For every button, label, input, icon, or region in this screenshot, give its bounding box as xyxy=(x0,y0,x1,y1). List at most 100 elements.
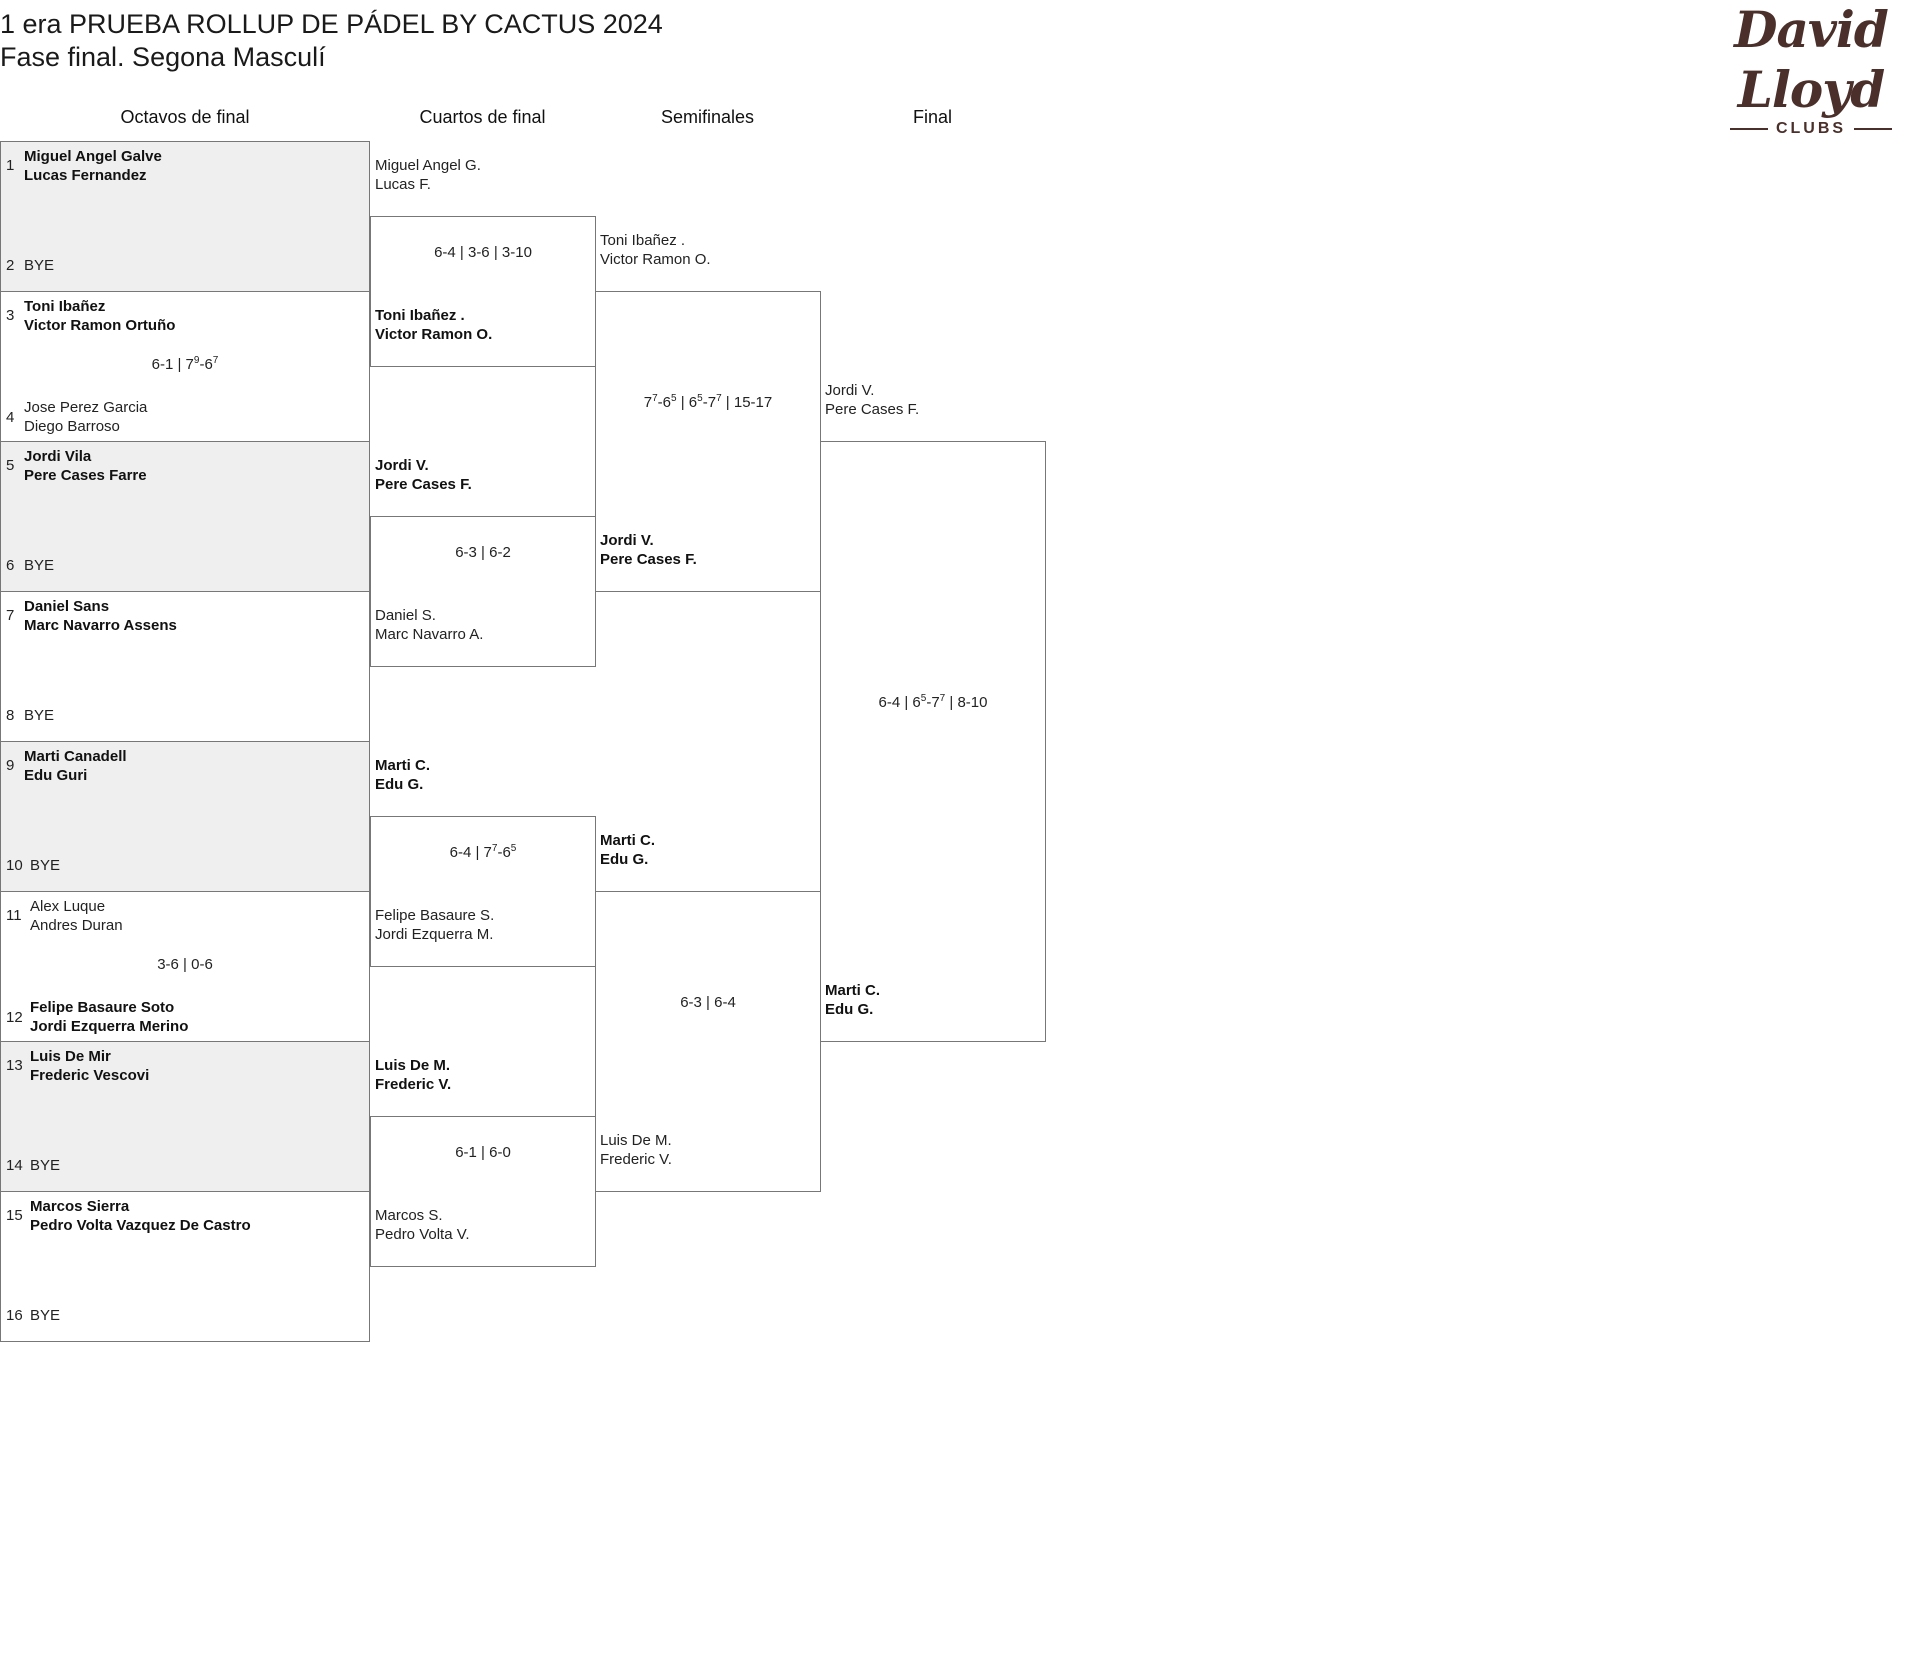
player-name: Pedro Volta Vazquez De Castro xyxy=(30,1217,251,1234)
r16-match-box xyxy=(0,441,370,592)
seed-number: 14 xyxy=(6,1157,23,1174)
player-name: Felipe Basaure Soto xyxy=(30,999,175,1016)
player-name: Toni Ibañez . xyxy=(375,307,465,324)
sf-team-b: Jordi V.Pere Cases F. xyxy=(600,531,697,569)
r16-team-b: BYE xyxy=(30,856,60,875)
player-name: Edu G. xyxy=(600,851,649,868)
column-header-semifinals: Semifinales xyxy=(660,107,755,127)
player-name: Daniel S. xyxy=(375,607,436,624)
qf-team-b: Daniel S. Marc Navarro A. xyxy=(375,606,483,644)
sf-team-a: Marti C. Edu G. xyxy=(600,831,655,869)
player-name: Marti C. xyxy=(375,757,431,774)
player-name: Pere Cases F. xyxy=(600,551,697,568)
player-name: Pere Cases Farre xyxy=(24,467,147,484)
player-name: Jordi V. xyxy=(825,382,875,399)
qf-team-b: Toni Ibañez . Victor Ramon O. xyxy=(375,306,492,344)
seed-number: 2 xyxy=(6,257,15,274)
column-header-round-of-16: Octavos de final xyxy=(120,107,250,127)
player-name: Marti C. xyxy=(825,982,881,999)
player-name: BYE xyxy=(24,557,55,574)
player-name: Miguel Angel Galve xyxy=(24,148,162,165)
player-name: Andres Duran xyxy=(30,917,123,934)
player-name: BYE xyxy=(30,857,61,874)
r16-team-b: BYE xyxy=(24,706,54,725)
qf-match-box xyxy=(370,816,596,967)
r16-team-b: BYE xyxy=(24,256,54,275)
qf-score: 6-4 | 3-6 | 3-10 xyxy=(434,244,532,261)
player-name: Luis De Mir xyxy=(30,1048,111,1065)
seed-number: 13 xyxy=(6,1057,23,1074)
r16-match-box xyxy=(0,741,370,892)
seed-number: 8 xyxy=(6,707,15,724)
qf-team-b: Felipe Basaure S. Jordi Ezquerra M. xyxy=(375,906,494,944)
qf-team-a: Jordi V.Pere Cases F. xyxy=(375,456,472,494)
david-lloyd-logo: David Lloyd CLUBS xyxy=(1706,0,1916,137)
seed-number: 16 xyxy=(6,1307,23,1324)
page-title: 1 era PRUEBA ROLLUP DE PÁDEL BY CACTUS 2… xyxy=(0,9,663,39)
qf-match-box xyxy=(370,516,596,667)
seed-number: 5 xyxy=(6,457,15,474)
final-team-a: Jordi V. Pere Cases F. xyxy=(825,381,919,419)
seed-number: 12 xyxy=(6,1009,23,1026)
player-name: Jordi Ezquerra Merino xyxy=(30,1018,189,1035)
player-name: Jordi V. xyxy=(375,457,429,474)
player-name: Jordi Ezquerra M. xyxy=(375,926,494,943)
column-header-final: Final xyxy=(912,107,952,127)
final-score: 6-4 | 65-77 | 8-10 xyxy=(878,693,988,712)
player-name: Victor Ramon O. xyxy=(600,251,711,268)
player-name: Marti Canadell xyxy=(24,748,127,765)
player-name: Marc Navarro A. xyxy=(375,626,484,643)
r16-score: 3-6 | 0-6 xyxy=(157,956,213,973)
player-name: Frederic V. xyxy=(375,1076,452,1093)
qf-score: 6-4 | 77-65 xyxy=(449,843,517,862)
column-header-quarterfinals: Cuartos de final xyxy=(419,107,546,127)
sf-team-a: Toni Ibañez . Victor Ramon O. xyxy=(600,231,711,269)
player-name: Frederic V. xyxy=(600,1151,672,1168)
seed-number: 6 xyxy=(6,557,15,574)
player-name: Pere Cases F. xyxy=(825,401,920,418)
player-name: BYE xyxy=(30,1307,61,1324)
player-name: Luis De M. xyxy=(375,1057,451,1074)
final-match-box xyxy=(820,441,1046,1042)
page-subtitle: Fase final. Segona Masculí xyxy=(0,42,326,72)
qf-match-box xyxy=(370,216,596,367)
player-name: Lucas F. xyxy=(375,176,431,193)
r16-team-b: BYE xyxy=(30,1156,60,1175)
seed-number: 7 xyxy=(6,607,15,624)
seed-number: 15 xyxy=(6,1207,23,1224)
player-name: Toni Ibañez xyxy=(24,298,106,315)
logo-wordmark: David Lloyd xyxy=(1734,0,1889,119)
qf-match-box xyxy=(370,1116,596,1267)
player-name: Victor Ramon O. xyxy=(375,326,493,343)
player-name: Marcos S. xyxy=(375,1207,443,1224)
final-team-b: Marti C.Edu G. xyxy=(825,981,880,1019)
r16-team-b: BYE xyxy=(24,556,54,575)
qf-team-b: Marcos S. Pedro Volta V. xyxy=(375,1206,470,1244)
player-name: Luis De M. xyxy=(600,1132,672,1149)
player-name: Marti C. xyxy=(600,832,656,849)
qf-score: 6-1 | 6-0 xyxy=(455,1144,511,1161)
seed-number: 11 xyxy=(6,907,22,924)
player-name: Jordi Vila xyxy=(24,448,92,465)
player-name: Alex Luque xyxy=(30,898,106,915)
player-name: Edu Guri xyxy=(24,767,88,784)
player-name: Marcos Sierra xyxy=(30,1198,130,1215)
sf-team-b: Luis De M. Frederic V. xyxy=(600,1131,672,1169)
seed-number: 1 xyxy=(6,157,15,174)
seed-number: 10 xyxy=(6,857,23,874)
logo-subtitle: CLUBS xyxy=(1706,120,1916,138)
player-name: Pedro Volta V. xyxy=(375,1226,470,1243)
player-name: Felipe Basaure S. xyxy=(375,907,495,924)
player-name: Toni Ibañez . xyxy=(600,232,686,249)
qf-team-a: Luis De M. Frederic V. xyxy=(375,1056,451,1094)
player-name: BYE xyxy=(24,707,55,724)
